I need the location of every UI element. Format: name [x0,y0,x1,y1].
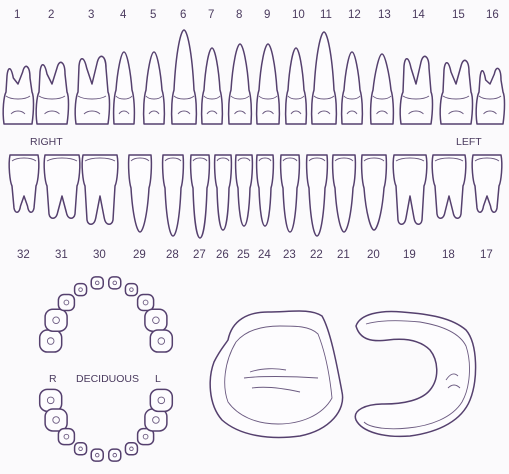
deciduous-tooth [150,330,172,352]
deciduous-tooth [40,330,62,352]
lower-tooth [9,155,39,212]
upper-tooth-number: 13 [378,9,391,21]
deciduous-tooth [109,277,121,289]
deciduous-tooth [45,409,67,431]
upper-tooth [257,44,280,124]
lower-tooth [281,155,300,232]
lower-tooth-numbers: 32 31 30 29 28 27 26 25 24 23 22 21 20 19 18 17 [17,249,493,261]
mandible-illustration [355,312,475,437]
lower-tooth [215,155,232,230]
lower-tooth-number: 24 [258,249,271,261]
deciduous-tooth [109,449,121,461]
right-side-label: RIGHT [30,136,63,148]
deciduous-lower-arch [40,389,173,461]
lower-tooth [236,155,253,226]
deciduous-tooth [75,443,87,455]
upper-tooth [229,44,252,124]
lower-tooth [307,155,328,236]
upper-tooth [286,48,307,124]
deciduous-upper-arch [40,277,173,352]
upper-tooth-number: 5 [150,9,156,21]
deciduous-tooth [58,429,74,445]
upper-tooth-number: 9 [264,9,270,21]
lower-tooth-number: 31 [55,249,68,261]
lower-tooth [362,155,387,230]
upper-tooth-number: 16 [486,9,499,21]
lower-tooth-number: 22 [310,249,323,261]
lower-tooth-number: 21 [337,249,350,261]
upper-tooth-number: 6 [180,9,186,21]
deciduous-arch: R DECIDUOUS L [40,277,173,461]
upper-tooth [312,32,337,124]
lower-tooth-number: 30 [93,249,106,261]
deciduous-tooth [125,284,137,296]
deciduous-tooth [91,449,103,461]
lower-tooth [333,155,356,232]
deciduous-tooth [91,277,103,289]
upper-tooth [144,52,165,124]
lower-tooth [129,155,152,232]
deciduous-tooth [58,295,74,311]
upper-tooth [75,56,109,124]
upper-tooth [371,54,394,124]
lower-tooth-number: 26 [216,249,229,261]
lower-tooth [257,155,274,226]
lower-tooth [432,155,466,218]
upper-tooth-number: 15 [452,9,465,21]
lower-tooth [472,155,502,212]
lower-tooth-number: 19 [403,249,416,261]
upper-tooth [202,48,223,124]
deciduous-tooth [125,443,137,455]
deciduous-tooth [75,284,87,296]
deciduous-left-label: L [155,373,161,385]
upper-teeth-row [3,30,504,124]
lower-tooth [191,155,210,238]
upper-tooth-number: 10 [292,9,305,21]
upper-tooth [476,68,504,124]
deciduous-right-label: R [49,373,57,385]
deciduous-tooth [150,389,172,411]
upper-tooth [172,30,197,124]
lower-tooth-number: 25 [237,249,250,261]
upper-tooth-number: 7 [208,9,214,21]
lower-tooth [82,155,118,224]
upper-tooth-number: 12 [348,9,361,21]
left-side-label: LEFT [456,136,482,148]
lower-tooth-number: 29 [133,249,146,261]
lower-tooth [393,155,427,224]
upper-tooth-number: 8 [236,9,242,21]
upper-tooth-number: 11 [320,9,332,21]
lower-tooth-number: 20 [367,249,380,261]
lower-tooth [163,155,184,236]
tongue-illustration [210,311,342,437]
deciduous-tooth [40,389,62,411]
deciduous-tooth [145,309,167,331]
lower-tooth [44,155,80,218]
lower-tooth-number: 28 [166,249,179,261]
upper-tooth [400,56,432,124]
deciduous-tooth [145,409,167,431]
upper-tooth-number: 2 [48,9,54,21]
upper-tooth [440,60,472,124]
lower-tooth-number: 27 [193,249,206,261]
lower-teeth-row [9,155,502,238]
upper-tooth [36,62,68,124]
lower-tooth-number: 32 [17,249,30,261]
lower-tooth-number: 23 [283,249,296,261]
lower-tooth-number: 17 [480,249,493,261]
upper-tooth [114,52,135,124]
upper-tooth-number: 14 [412,9,425,21]
upper-tooth-number: 1 [14,9,20,21]
lower-tooth-number: 18 [442,249,455,261]
upper-tooth-number: 4 [120,9,127,21]
deciduous-label: DECIDUOUS [76,373,139,385]
upper-tooth [3,66,33,124]
upper-tooth-number: 3 [88,9,94,21]
deciduous-tooth [45,309,67,331]
deciduous-tooth [138,295,154,311]
upper-tooth [342,52,363,124]
